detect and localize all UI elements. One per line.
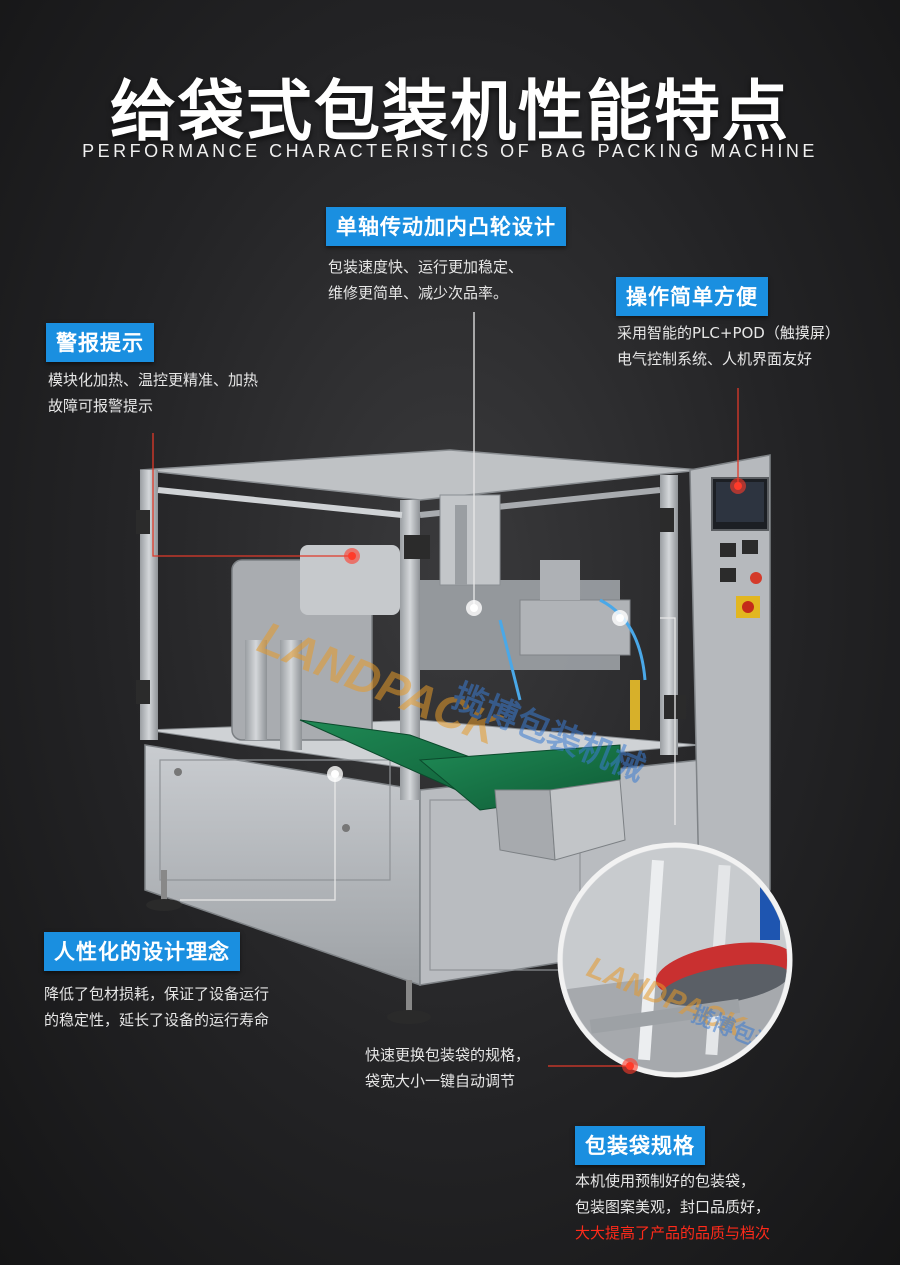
callout-lines <box>152 312 739 1067</box>
humanized-feature-line: 的稳定性，延长了设备的运行寿命 <box>44 1011 270 1029</box>
humanized-feature-tag: 人性化的设计理念 <box>44 932 240 971</box>
alarm-feature-line: 模块化加热、温控更精准、加热 <box>48 371 259 389</box>
page-subtitle: PERFORMANCE CHARACTERISTICS OF BAG PACKI… <box>82 141 818 161</box>
alarm-feature-desc: 模块化加热、温控更精准、加热 故障可报警提示 <box>48 367 258 419</box>
quickchange-feature-desc: 快速更换包装袋的规格， 袋宽大小一键自动调节 <box>365 1042 530 1094</box>
alarm-feature-tag: 警报提示 <box>46 323 154 362</box>
drive-feature-tag: 单轴传动加内凸轮设计 <box>326 207 566 246</box>
callout-markers <box>327 478 746 1074</box>
bagspec-feature-highlight: 大大提高了产品的品质与档次 <box>575 1224 771 1242</box>
bagspec-feature-line: 本机使用预制好的包装袋， <box>575 1172 756 1190</box>
drive-feature-line: 包装速度快、运行更加稳定、 <box>328 258 524 276</box>
conveyor-belt <box>299 719 626 861</box>
bagspec-feature-desc: 本机使用预制好的包装袋， 包装图案美观，封口品质好， 大大提高了产品的品质与档次 <box>575 1168 770 1246</box>
drive-feature-desc: 包装速度快、运行更加稳定、 维修更简单、减少次品率。 <box>328 254 523 306</box>
bagspec-feature-line: 包装图案美观，封口品质好， <box>575 1198 771 1216</box>
alarm-feature-line: 故障可报警提示 <box>48 397 154 415</box>
drive-feature-line: 维修更简单、减少次品率。 <box>328 284 509 302</box>
operation-feature-line: 采用智能的PLC+POD（触摸屏） <box>617 324 840 342</box>
operation-feature-line: 电气控制系统、人机界面友好 <box>617 350 813 368</box>
operation-feature-desc: 采用智能的PLC+POD（触摸屏） 电气控制系统、人机界面友好 <box>617 320 840 372</box>
operation-feature-tag: 操作简单方便 <box>616 277 768 316</box>
humanized-feature-line: 降低了包材损耗，保证了设备运行 <box>44 985 270 1003</box>
detail-magnifier: LANDPACK 揽博包装机械 <box>557 842 793 1078</box>
page-title: 给袋式包装机性能特点 <box>110 73 790 150</box>
inner-mechanism <box>231 494 647 750</box>
humanized-feature-desc: 降低了包材损耗，保证了设备运行 的稳定性，延长了设备的运行寿命 <box>44 981 269 1033</box>
bagspec-feature-tag: 包装袋规格 <box>575 1126 705 1165</box>
quickchange-feature-line: 快速更换包装袋的规格， <box>365 1046 531 1064</box>
quickchange-feature-line: 袋宽大小一键自动调节 <box>365 1072 516 1090</box>
